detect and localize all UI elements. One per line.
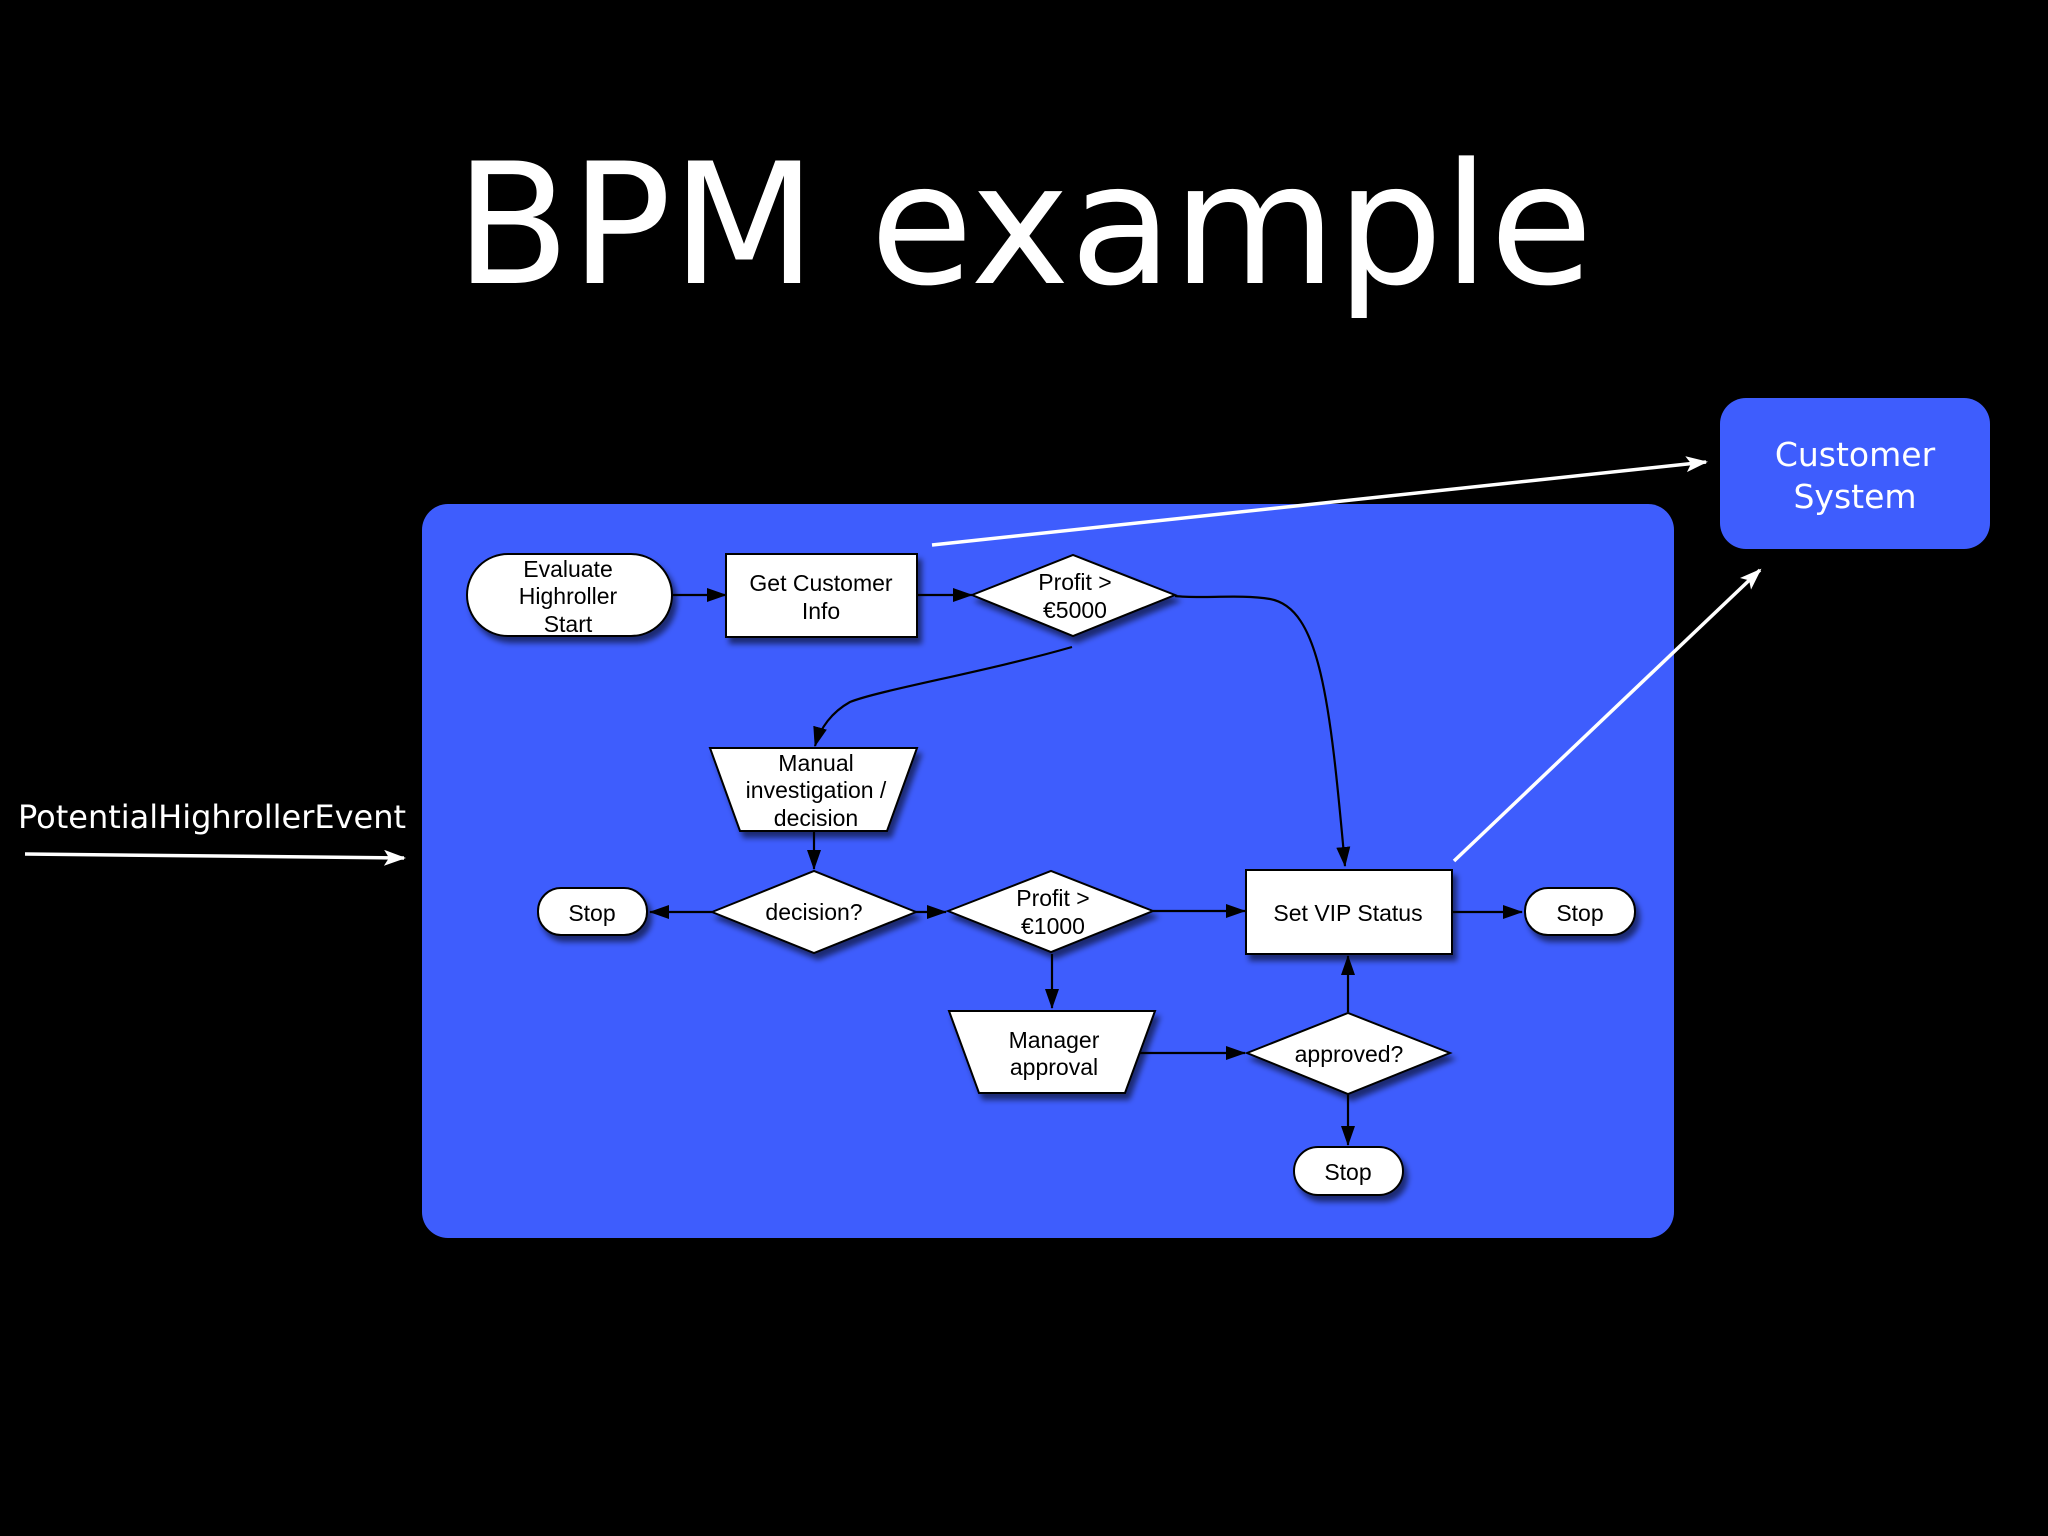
decision-shape bbox=[969, 553, 1178, 638]
customer-system-box[interactable]: Customer System bbox=[1720, 398, 1990, 549]
vip-to-customer-system-arrow bbox=[1452, 568, 1762, 863]
process-shape bbox=[725, 553, 918, 638]
node-label: Get Customer bbox=[749, 570, 892, 596]
node-set-vip-status[interactable]: Set VIP Status bbox=[1245, 869, 1453, 955]
slide-title: BPM example bbox=[455, 127, 1593, 323]
decision-shape bbox=[709, 869, 919, 955]
node-label: Manager bbox=[1009, 1027, 1100, 1053]
node-manager-approval[interactable]: Manager approval bbox=[947, 1010, 1157, 1094]
flow-nodes: Evaluate Highroller Start Get Customer I… bbox=[466, 553, 1636, 1196]
terminator-shape bbox=[1293, 1146, 1404, 1196]
node-profit-5000[interactable]: Profit > €5000 bbox=[969, 553, 1178, 638]
edge-profit5000-to-manual bbox=[813, 645, 1073, 747]
customer-system-label-line1: Customer bbox=[1775, 435, 1936, 474]
process-shape bbox=[1245, 869, 1453, 955]
terminator-shape bbox=[1524, 887, 1636, 936]
customer-system-label-line2: System bbox=[1793, 477, 1916, 516]
node-label: €5000 bbox=[1043, 597, 1107, 623]
node-label: approval bbox=[1010, 1054, 1098, 1080]
decision-shape bbox=[1244, 1011, 1453, 1096]
node-label: €1000 bbox=[1021, 913, 1085, 939]
node-label: Info bbox=[802, 598, 840, 624]
node-label: approved? bbox=[1295, 1041, 1404, 1067]
node-label: Set VIP Status bbox=[1273, 900, 1422, 926]
node-label: Stop bbox=[1324, 1159, 1371, 1185]
event-arrow bbox=[24, 849, 406, 866]
node-label: investigation / bbox=[746, 777, 887, 803]
node-label: Profit > bbox=[1038, 569, 1112, 595]
node-stop-bottom[interactable]: Stop bbox=[1293, 1146, 1404, 1196]
node-get-customer-info[interactable]: Get Customer Info bbox=[725, 553, 918, 638]
customer-system-background bbox=[1720, 398, 1990, 549]
node-label: Profit > bbox=[1016, 885, 1090, 911]
decision-shape bbox=[945, 869, 1156, 954]
node-manual-investigation[interactable]: Manual investigation / decision bbox=[708, 747, 919, 832]
node-evaluate-highroller-start[interactable]: Evaluate Highroller Start bbox=[466, 553, 673, 637]
manual-operation-shape bbox=[947, 1010, 1157, 1094]
flow-edges bbox=[649, 588, 1523, 1146]
node-label: decision? bbox=[765, 899, 862, 925]
node-decision[interactable]: decision? bbox=[709, 869, 919, 955]
terminator-shape bbox=[537, 887, 648, 936]
node-label: Stop bbox=[568, 900, 615, 926]
manual-operation-shape bbox=[708, 747, 919, 832]
node-label: Evaluate bbox=[523, 556, 613, 582]
node-label: Manual bbox=[778, 750, 853, 776]
info-to-customer-system-arrow bbox=[931, 456, 1708, 547]
node-profit-1000[interactable]: Profit > €1000 bbox=[945, 869, 1156, 954]
node-approved[interactable]: approved? bbox=[1244, 1011, 1453, 1096]
node-label: Stop bbox=[1556, 900, 1603, 926]
terminator-shape bbox=[466, 553, 673, 637]
node-stop-right[interactable]: Stop bbox=[1524, 887, 1636, 936]
event-label: PotentialHighrollerEvent bbox=[18, 798, 406, 836]
edge-profit5000-to-vip bbox=[1174, 594, 1351, 867]
node-stop-left[interactable]: Stop bbox=[537, 887, 648, 936]
node-label: Start bbox=[544, 611, 593, 637]
node-label: Highroller bbox=[519, 583, 618, 609]
node-label: decision bbox=[774, 805, 858, 831]
